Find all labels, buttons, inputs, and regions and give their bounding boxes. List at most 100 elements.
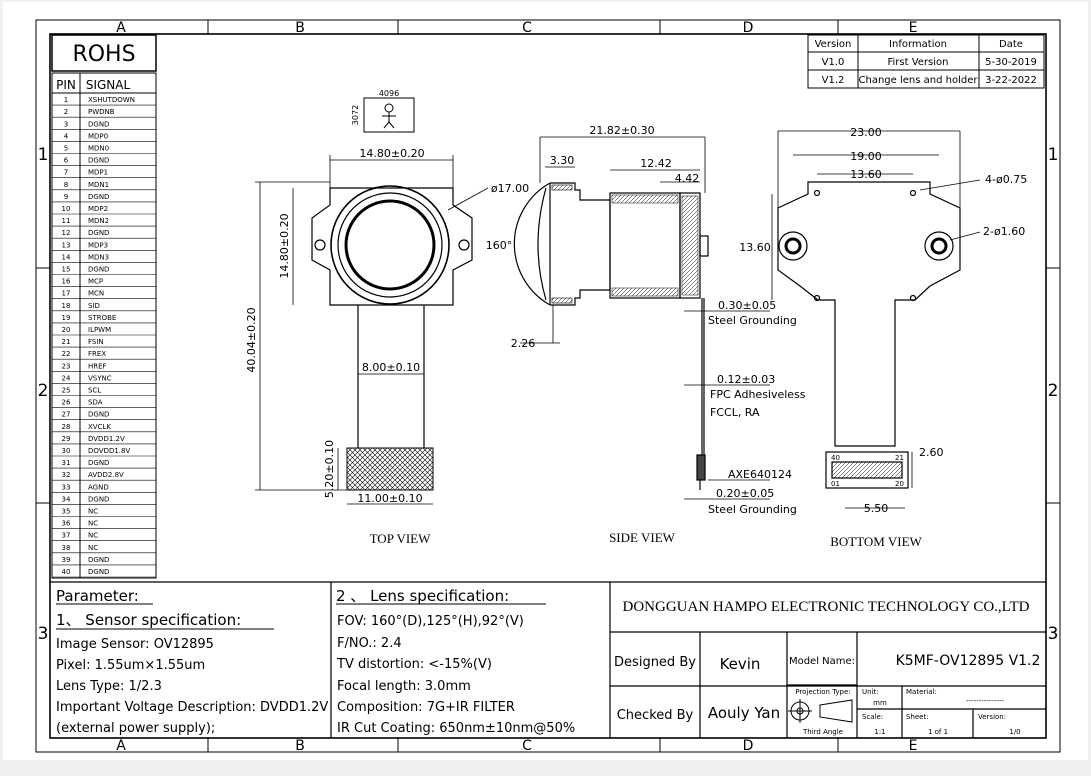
- pin-signal: DGND: [88, 568, 109, 576]
- checked-by-value: Aouly Yan: [708, 704, 780, 722]
- pin-number: 40: [62, 568, 71, 576]
- pin-signal: DGND: [88, 157, 109, 165]
- pin-number: 31: [62, 459, 71, 467]
- top-total-length-dim: 40.04±0.20: [245, 307, 258, 372]
- parameter-title: Parameter:: [56, 587, 139, 605]
- pin-number: 5: [64, 145, 68, 153]
- row-label-right: 1: [1048, 145, 1059, 165]
- pin-number: 21: [62, 338, 71, 346]
- pin-signal: DGND: [88, 193, 109, 201]
- signal-header: SIGNAL: [86, 78, 131, 92]
- pin-signal: MDP3: [88, 241, 108, 249]
- scale-value: 1:1: [874, 728, 885, 736]
- pin-number: 12: [62, 229, 71, 237]
- pin-signal: SDA: [88, 399, 103, 407]
- pin-number: 22: [62, 350, 71, 358]
- pin-number: 34: [62, 495, 71, 503]
- sensor-spec-title: 1、 Sensor specification:: [56, 611, 241, 629]
- pin-number: 24: [62, 374, 71, 382]
- pin-number: 35: [62, 508, 71, 516]
- pin-signal: MCP: [88, 278, 103, 286]
- bottom-width3-dim: 13.60: [850, 168, 882, 181]
- bottom-connector-height-dim: 2.60: [919, 446, 944, 459]
- side-fov-dim: 160°: [486, 239, 513, 252]
- lens-spec-line: TV distortion: <-15%(V): [336, 657, 492, 672]
- pin-number: 26: [62, 399, 71, 407]
- pin-signal: DGND: [88, 556, 109, 564]
- pin-signal: DGND: [88, 459, 109, 467]
- pin-signal: HREF: [88, 362, 107, 370]
- top-stiffener-height-dim: 5.20±0.10: [323, 440, 336, 498]
- pin-number: 9: [64, 193, 68, 201]
- connector-pin-21: 21: [895, 454, 904, 462]
- lens-spec-line: Focal length: 3.0mm: [337, 679, 471, 694]
- rev-row-date: 5-30-2019: [985, 57, 1037, 68]
- pin-signal: PWDNB: [88, 108, 115, 116]
- pin-signal: MDN2: [88, 217, 109, 225]
- pin-signal: FSIN: [88, 338, 104, 346]
- side-connector-label: AXE640124: [728, 468, 792, 481]
- lens-spec-title: 2 、 Lens specification:: [336, 587, 509, 605]
- pin-number: 32: [62, 471, 71, 479]
- pin-signal: DGND: [88, 411, 109, 419]
- top-lens-diameter-dim: ø17.00: [491, 182, 529, 195]
- sensor-width-label: 4096: [379, 89, 399, 98]
- top-holder-width-dim: 14.80±0.20: [359, 147, 424, 160]
- top-view: [255, 155, 489, 505]
- pin-signal: DVDD1.2V: [88, 435, 125, 443]
- col-label-bottom: D: [743, 738, 754, 754]
- pin-signal: MDN3: [88, 253, 109, 261]
- rev-header-information: Information: [889, 39, 947, 50]
- lens-spec-line: Composition: 7G+IR FILTER: [337, 700, 515, 715]
- side-d2-dim: 12.42: [640, 157, 672, 170]
- col-label-bottom: B: [295, 738, 305, 754]
- pin-number: 3: [64, 120, 68, 128]
- connector-pin-01: 01: [831, 480, 840, 488]
- lens-spec-line: FOV: 160°(D),125°(H),92°(V): [337, 614, 524, 629]
- connector-pin-20: 20: [895, 480, 904, 488]
- revision-table: [807, 34, 1045, 89]
- pin-signal: DGND: [88, 266, 109, 274]
- col-label-bottom: A: [116, 738, 126, 754]
- scale-label: Scale:: [862, 713, 883, 721]
- pin-signal: NC: [88, 520, 98, 528]
- bottom-width1-dim: 23.00: [850, 126, 882, 139]
- bottom-view-label: BOTTOM VIEW: [830, 534, 922, 549]
- pin-number: 37: [62, 532, 71, 540]
- top-view-label: TOP VIEW: [370, 531, 432, 546]
- side-fpc-text1: FPC Adhesiveless: [710, 388, 806, 401]
- col-label-bottom: E: [909, 738, 918, 754]
- side-view-label: SIDE VIEW: [609, 530, 676, 545]
- side-d1-dim: 3.30: [550, 154, 575, 167]
- pin-number: 33: [62, 483, 71, 491]
- sensor-orientation-icon: 4096 3072: [351, 89, 415, 133]
- pin-signal: MCN: [88, 290, 104, 298]
- pin-signal: FREX: [88, 350, 106, 358]
- side-fpc-thickness-dim: 0.12±0.03: [717, 373, 775, 386]
- top-fpc-width-dim: 8.00±0.10: [362, 361, 420, 374]
- col-label-bottom: C: [522, 738, 532, 754]
- pin-signal: MDP0: [88, 132, 108, 140]
- pin-number: 25: [62, 387, 71, 395]
- pin-header: PIN: [56, 78, 76, 92]
- pin-number: 27: [62, 411, 71, 419]
- sheet-label: Sheet:: [906, 713, 929, 721]
- lens-spec-line: IR Cut Coating: 650nm±10nm@50%: [337, 721, 575, 736]
- pin-signal: MDP2: [88, 205, 108, 213]
- pin-signal: SCL: [88, 387, 101, 395]
- rev-row-date: 3-22-2022: [985, 75, 1037, 86]
- side-d4-dim: 2.26: [511, 337, 536, 350]
- col-label-top: B: [295, 20, 305, 36]
- sensor-spec-line: Image Sensor: OV12895: [56, 637, 214, 652]
- bottom-connector-width-dim: 5.50: [864, 502, 889, 515]
- sensor-spec-line: Lens Type: 1/2.3: [56, 679, 162, 694]
- pin-signal: DOVDD1.8V: [88, 447, 130, 455]
- row-label-left: 2: [38, 381, 49, 401]
- pin-signal: SID: [88, 302, 100, 310]
- pin-number: 7: [64, 169, 68, 177]
- pin-number: 16: [62, 278, 71, 286]
- frame-labels: A B C D E A B C D E 1 2 3 1 2 3: [38, 20, 1059, 754]
- pin-signal: XVCLK: [88, 423, 111, 431]
